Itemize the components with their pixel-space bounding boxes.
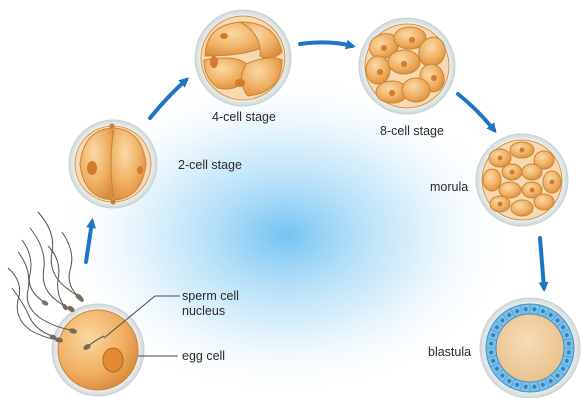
blastula-cell-nucleus bbox=[507, 313, 511, 317]
arrow-morula-to-blastula bbox=[540, 238, 544, 288]
label-four-cell-stage: 4-cell stage bbox=[212, 110, 276, 125]
blastula-cell-nucleus bbox=[556, 319, 560, 323]
label-blastula: blastula bbox=[428, 345, 471, 360]
blastula-cell-nucleus bbox=[541, 383, 545, 387]
label-sperm-cell: sperm cell bbox=[182, 289, 239, 304]
blastula-cell-nucleus bbox=[491, 333, 495, 337]
blastula-cell-nucleus bbox=[567, 342, 571, 346]
arrow-8cell-to-morula bbox=[458, 94, 494, 130]
blastula bbox=[480, 298, 580, 398]
blastula-cell-nucleus bbox=[549, 313, 553, 317]
two-cell-stage bbox=[69, 120, 157, 208]
blastula-cell-nucleus bbox=[565, 359, 569, 363]
blastula-cell-nucleus bbox=[549, 379, 553, 383]
four-cell-stage bbox=[195, 10, 291, 106]
blastula-cell-nucleus bbox=[491, 359, 495, 363]
blastula-cell-nucleus bbox=[541, 309, 545, 313]
morula bbox=[476, 134, 568, 226]
arrow-4cell-to-8cell bbox=[300, 42, 352, 46]
blastula-cell-nucleus bbox=[515, 309, 519, 313]
eight-cell-stage bbox=[359, 18, 455, 114]
blastula-cell-nucleus bbox=[565, 333, 569, 337]
blastula-cell-nucleus bbox=[524, 385, 528, 389]
label-morula: morula bbox=[430, 180, 468, 195]
label-nucleus: nucleus bbox=[182, 304, 225, 319]
label-two-cell-stage: 2-cell stage bbox=[178, 158, 242, 173]
blastula-cell-nucleus bbox=[489, 342, 493, 346]
blastula-cell-nucleus bbox=[501, 319, 505, 323]
blastula-cell-nucleus bbox=[556, 374, 560, 378]
blastula-cell-nucleus bbox=[507, 379, 511, 383]
blastula-cell-nucleus bbox=[524, 307, 528, 311]
blastula-cell-nucleus bbox=[567, 351, 571, 355]
egg-nucleus bbox=[103, 348, 123, 372]
label-egg-cell: egg cell bbox=[182, 349, 225, 364]
label-eight-cell-stage: 8-cell stage bbox=[380, 124, 444, 139]
blastula-cell-nucleus bbox=[561, 367, 565, 371]
blastula-cell-nucleus bbox=[489, 351, 493, 355]
blastula-cell-nucleus bbox=[533, 307, 537, 311]
blastula-cell-nucleus bbox=[495, 325, 499, 329]
blastula-cell-nucleus bbox=[561, 325, 565, 329]
blastula-cell-nucleus bbox=[501, 374, 505, 378]
blastula-cell-nucleus bbox=[533, 385, 537, 389]
blastula-cell-nucleus bbox=[515, 383, 519, 387]
blastula-cell-nucleus bbox=[495, 367, 499, 371]
